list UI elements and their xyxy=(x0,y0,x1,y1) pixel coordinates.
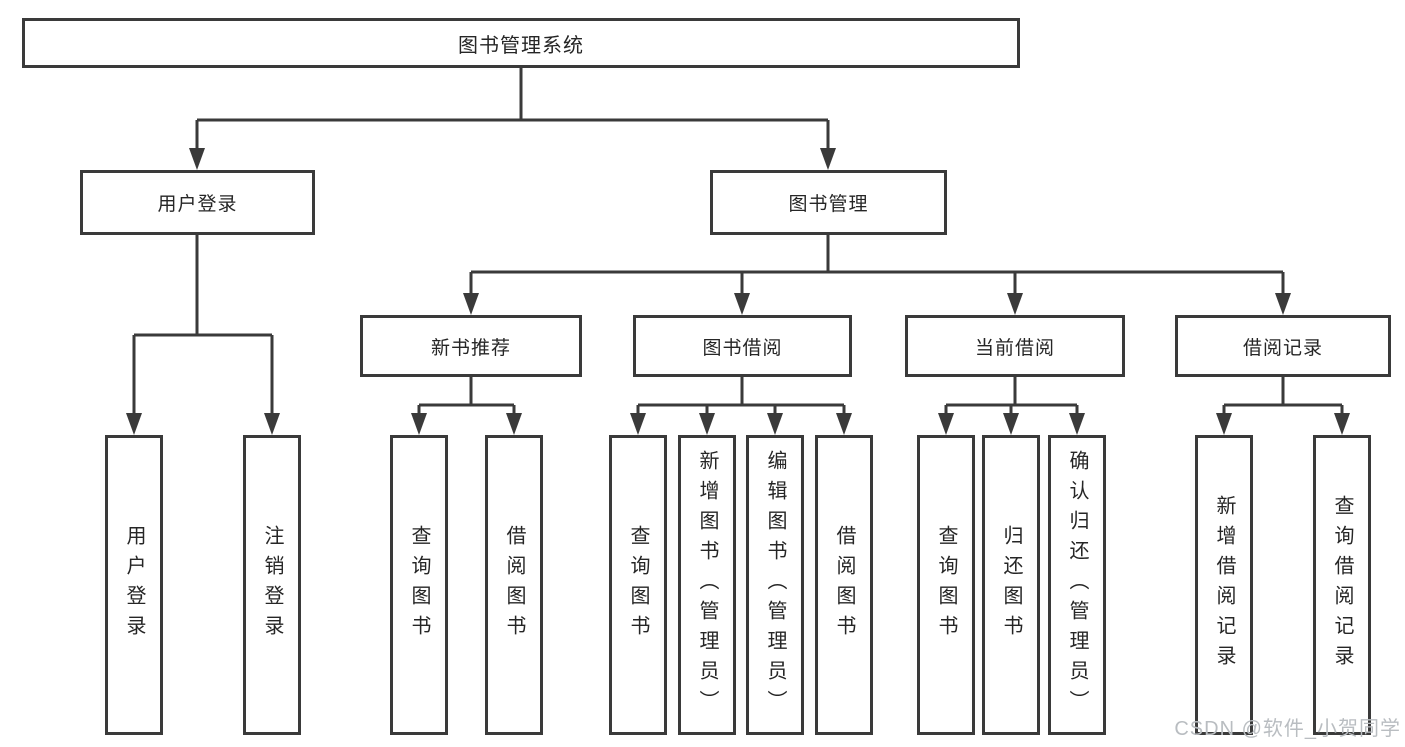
csdn-watermark: CSDN @软件_小贺同学 xyxy=(1174,718,1401,740)
leaf-return-books: 归还图书 xyxy=(982,435,1040,735)
arrowhead xyxy=(1003,413,1019,435)
node-book-borrow: 图书借阅 xyxy=(633,315,852,377)
leaf-query-books-recommend: 查询图书 xyxy=(390,435,448,735)
node-library-system: 图书管理系统 xyxy=(22,18,1020,68)
arrowhead xyxy=(938,413,954,435)
arrowhead xyxy=(699,413,715,435)
arrowhead xyxy=(264,413,280,435)
connector-borrow-records-to-leaves xyxy=(1216,377,1350,435)
leaf-edit-books-admin: 编辑图书（管理员） xyxy=(746,435,804,735)
node-book-management: 图书管理 xyxy=(710,170,947,235)
node-current-borrow: 当前借阅 xyxy=(905,315,1125,377)
node-new-book-recommend: 新书推荐 xyxy=(360,315,582,377)
arrowhead xyxy=(463,293,479,315)
leaf-query-books-current: 查询图书 xyxy=(917,435,975,735)
node-label: 图书管理 xyxy=(788,194,869,215)
leaf-label: 借阅图书 xyxy=(833,525,855,645)
leaf-label: 借阅图书 xyxy=(503,525,525,645)
arrowhead xyxy=(126,413,142,435)
connector-root-to-level2 xyxy=(189,68,836,170)
arrowhead xyxy=(189,148,205,170)
arrowhead xyxy=(734,293,750,315)
leaf-label: 查询图书 xyxy=(627,525,649,645)
leaf-label: 查询图书 xyxy=(935,525,957,645)
leaf-label: 编辑图书（管理员） xyxy=(764,450,786,720)
leaf-label: 归还图书 xyxy=(1000,525,1022,645)
arrowhead xyxy=(1275,293,1291,315)
leaf-label: 新增借阅记录 xyxy=(1213,495,1235,675)
leaf-label: 查询图书 xyxy=(408,525,430,645)
arrowhead xyxy=(1007,293,1023,315)
leaf-label: 查询借阅记录 xyxy=(1331,495,1353,675)
arrowhead xyxy=(1216,413,1232,435)
node-label: 新书推荐 xyxy=(430,337,511,359)
node-label: 借阅记录 xyxy=(1242,337,1323,359)
leaf-label: 用户登录 xyxy=(123,525,145,645)
leaf-borrow-books-recommend: 借阅图书 xyxy=(485,435,543,735)
node-label: 图书借阅 xyxy=(702,337,783,359)
leaf-confirm-return-admin: 确认归还（管理员） xyxy=(1048,435,1106,735)
leaf-user-login: 用户登录 xyxy=(105,435,163,735)
connector-book-borrow-to-leaves xyxy=(630,377,852,435)
leaf-label: 新增图书（管理员） xyxy=(696,450,718,720)
arrowhead xyxy=(630,413,646,435)
arrowhead xyxy=(820,148,836,170)
leaf-logout: 注销登录 xyxy=(243,435,301,735)
node-label: 当前借阅 xyxy=(974,337,1055,359)
arrowhead xyxy=(506,413,522,435)
connector-new-book-recommend-to-leaves xyxy=(411,377,522,435)
arrowhead xyxy=(767,413,783,435)
leaf-add-borrow-record: 新增借阅记录 xyxy=(1195,435,1253,735)
connector-current-borrow-to-leaves xyxy=(938,377,1085,435)
node-user-login: 用户登录 xyxy=(80,170,315,235)
node-label: 用户登录 xyxy=(157,194,238,215)
arrowhead xyxy=(836,413,852,435)
node-borrow-records: 借阅记录 xyxy=(1175,315,1391,377)
leaf-add-books-admin: 新增图书（管理员） xyxy=(678,435,736,735)
arrowhead xyxy=(1069,413,1085,435)
leaf-label: 注销登录 xyxy=(261,525,283,645)
leaf-query-books-borrow: 查询图书 xyxy=(609,435,667,735)
leaf-label: 确认归还（管理员） xyxy=(1066,450,1088,720)
connector-user-login-to-leaves xyxy=(126,235,280,435)
leaf-query-borrow-record: 查询借阅记录 xyxy=(1313,435,1371,735)
arrowhead xyxy=(1334,413,1350,435)
arrowhead xyxy=(411,413,427,435)
connector-book-management-to-level3 xyxy=(463,235,1291,315)
leaf-borrow-books: 借阅图书 xyxy=(815,435,873,735)
node-label: 图书管理系统 xyxy=(458,34,584,57)
